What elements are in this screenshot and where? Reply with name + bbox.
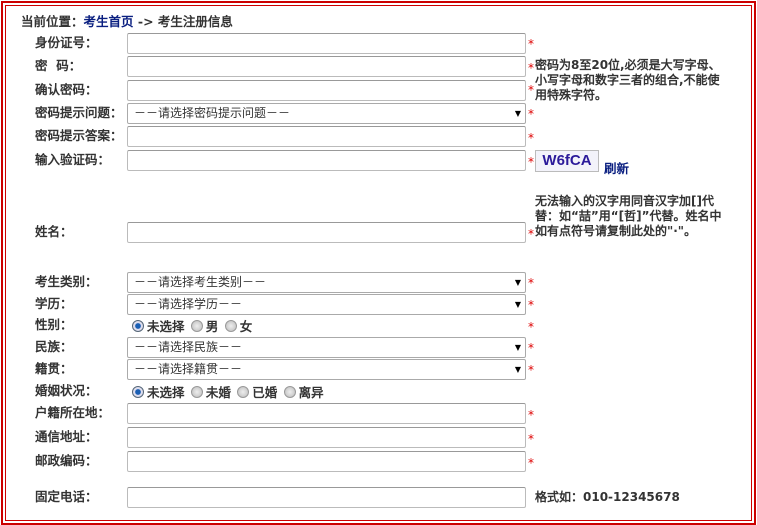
marital-radio-group: 未选择 未婚 已婚 离异 xyxy=(130,383,324,403)
hukou-input[interactable] xyxy=(127,403,526,424)
gender-label: 性别： xyxy=(35,317,73,332)
native-place-label: 籍贯： xyxy=(35,361,73,376)
radio-label: 男 xyxy=(205,319,219,334)
chevron-down-icon: ▼ xyxy=(514,109,521,118)
required-mark: * xyxy=(528,320,534,334)
address-input[interactable] xyxy=(127,427,526,448)
chevron-down-icon: ▼ xyxy=(514,300,521,309)
category-label: 考生类别： xyxy=(35,274,98,289)
radio-label: 离异 xyxy=(298,385,324,400)
required-mark: * xyxy=(528,155,534,169)
marital-radio-married[interactable] xyxy=(237,386,250,398)
required-mark: * xyxy=(528,408,534,422)
required-mark: * xyxy=(528,107,534,121)
ethnic-label: 民族： xyxy=(35,339,73,354)
id-label: 身份证号： xyxy=(35,35,98,50)
category-select-value: －－请选择考生类别－－ xyxy=(134,275,267,289)
gender-radio-group: 未选择 男 女 xyxy=(130,317,252,337)
required-mark: * xyxy=(528,276,534,290)
answer-input[interactable] xyxy=(127,126,526,147)
marital-label: 婚姻状况： xyxy=(35,383,98,398)
radio-label: 女 xyxy=(239,319,253,334)
native-place-select-value: －－请选择籍贯－－ xyxy=(134,362,243,376)
password-hint: 密码为8至20位,必须是大写字母、小写字母和数字三者的组合,不能使用特殊字符。 xyxy=(535,58,721,102)
breadcrumb-home-link[interactable]: 考生首页 xyxy=(83,14,134,29)
question-select-value: －－请选择密码提示问题－－ xyxy=(134,106,291,120)
hukou-label: 户籍所在地： xyxy=(35,405,111,420)
category-select[interactable]: －－请选择考生类别－－ ▼ xyxy=(127,272,526,293)
answer-label: 密码提示答案： xyxy=(35,128,123,143)
education-select-value: －－请选择学历－－ xyxy=(134,297,243,311)
gender-radio-unselected[interactable] xyxy=(132,320,144,332)
radio-label: 未婚 xyxy=(205,385,231,400)
chevron-down-icon: ▼ xyxy=(514,365,521,374)
required-mark: * xyxy=(528,456,534,470)
required-mark: * xyxy=(528,227,534,241)
breadcrumb: 当前位置：考生首页 -> 考生注册信息 xyxy=(21,11,233,30)
captcha-label: 输入验证码： xyxy=(35,152,111,167)
refresh-captcha-link[interactable]: 刷新 xyxy=(604,161,630,176)
phone-hint: 格式如：010-12345678 xyxy=(535,490,680,504)
breadcrumb-arrow: -> xyxy=(137,14,154,29)
confirm-password-input[interactable] xyxy=(127,80,526,101)
name-input[interactable] xyxy=(127,222,526,243)
required-mark: * xyxy=(528,298,534,312)
question-label: 密码提示问题： xyxy=(35,105,123,120)
name-hint: 无法输入的汉字用同音汉字加[]代替：如“喆”用“[哲]”代替。姓名中如有点符号请… xyxy=(535,194,722,238)
required-mark: * xyxy=(528,61,534,75)
ethnic-select-value: －－请选择民族－－ xyxy=(134,340,243,354)
postal-code-input[interactable] xyxy=(127,451,526,472)
postal-code-label: 邮政编码： xyxy=(35,453,98,468)
marital-radio-unselected[interactable] xyxy=(132,386,144,398)
captcha-image[interactable]: W6fCA xyxy=(535,150,599,172)
password-input[interactable] xyxy=(127,56,526,77)
ethnic-select[interactable]: －－请选择民族－－ ▼ xyxy=(127,337,526,358)
captcha-input[interactable] xyxy=(127,150,526,171)
education-select[interactable]: －－请选择学历－－ ▼ xyxy=(127,294,526,315)
required-mark: * xyxy=(528,37,534,51)
breadcrumb-label: 当前位置： xyxy=(21,14,84,29)
password-label: 密 码： xyxy=(35,58,82,73)
native-place-select[interactable]: －－请选择籍贯－－ ▼ xyxy=(127,359,526,380)
education-label: 学历： xyxy=(35,296,73,311)
address-label: 通信地址： xyxy=(35,429,98,444)
chevron-down-icon: ▼ xyxy=(514,278,521,287)
chevron-down-icon: ▼ xyxy=(514,343,521,352)
phone-input[interactable] xyxy=(127,487,526,508)
required-mark: * xyxy=(528,131,534,145)
gender-radio-male[interactable] xyxy=(190,320,203,332)
required-mark: * xyxy=(528,432,534,446)
breadcrumb-current: 考生注册信息 xyxy=(157,14,233,29)
marital-radio-single[interactable] xyxy=(190,386,203,398)
required-mark: * xyxy=(528,363,534,377)
radio-label: 未选择 xyxy=(147,319,185,334)
gender-radio-female[interactable] xyxy=(224,320,237,332)
radio-label: 已婚 xyxy=(252,385,278,400)
marital-radio-divorced[interactable] xyxy=(283,386,296,398)
name-label: 姓名： xyxy=(35,224,73,239)
radio-label: 未选择 xyxy=(147,385,185,400)
required-mark: * xyxy=(528,341,534,355)
phone-label: 固定电话： xyxy=(35,489,98,504)
id-number-input[interactable] xyxy=(127,33,526,54)
question-select[interactable]: －－请选择密码提示问题－－ ▼ xyxy=(127,103,526,124)
required-mark: * xyxy=(528,83,534,97)
confirm-password-label: 确认密码： xyxy=(35,82,98,97)
